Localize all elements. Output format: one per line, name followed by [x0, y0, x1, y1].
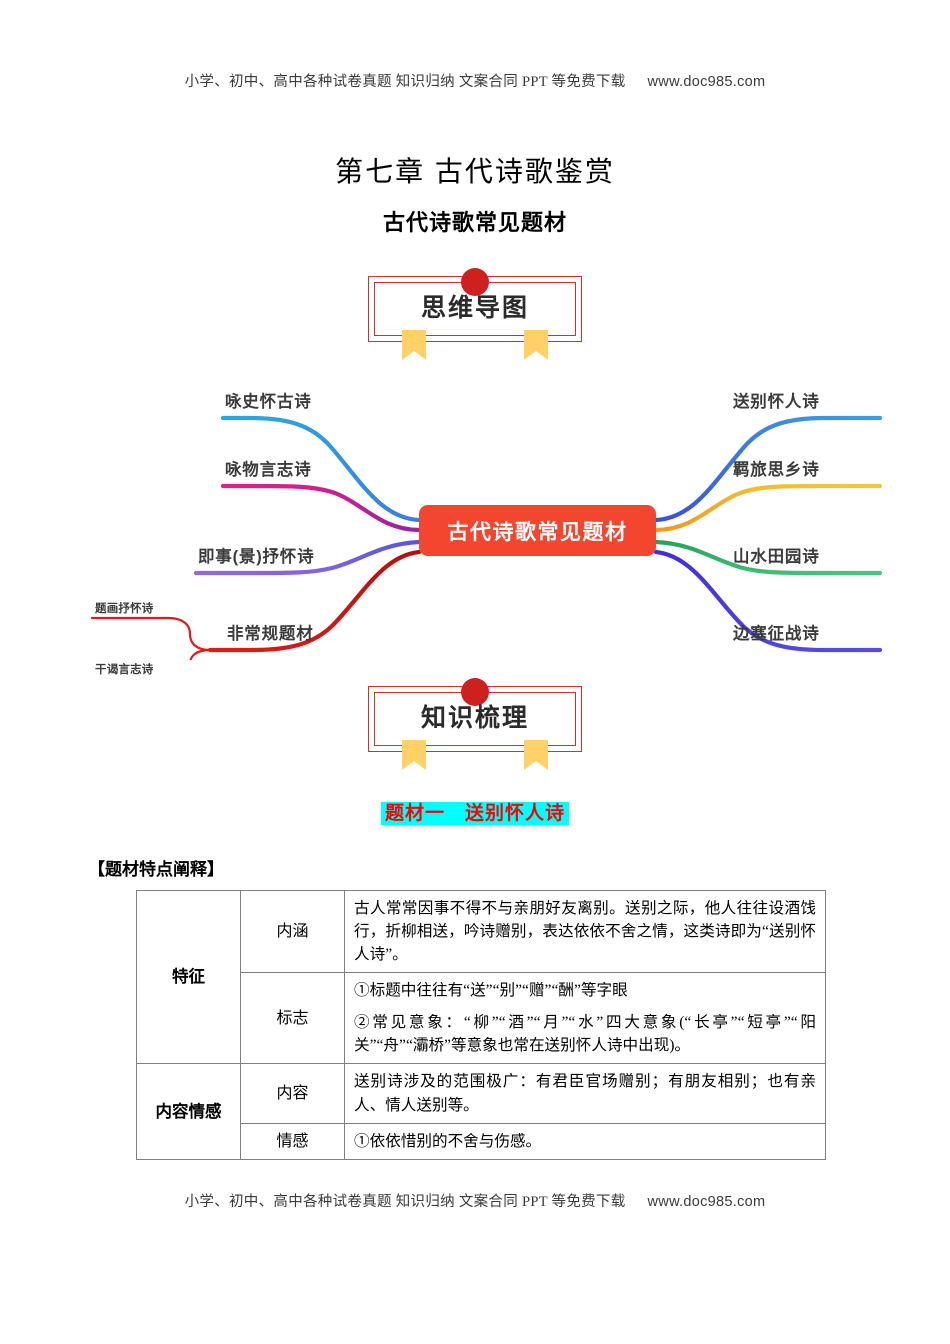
- banner-knowledge: 知识梳理: [368, 678, 582, 770]
- mind-map-label-right-3: 边塞征战诗: [733, 625, 820, 643]
- mind-map-label-right-1: 羁旅思乡诗: [733, 461, 820, 479]
- mind-map-label-left-1: 咏物言志诗: [225, 461, 312, 479]
- mind-map-label-left-2: 即事(景)抒怀诗: [198, 548, 315, 566]
- header-watermark-text: 小学、初中、高中各种试卷真题 知识归纳 文案合同 PPT 等免费下载: [184, 74, 626, 90]
- footer-watermark: 小学、初中、高中各种试卷真题 知识归纳 文案合同 PPT 等免费下载 www.do…: [0, 1190, 950, 1211]
- table-cell-subcategory: 标志: [240, 972, 345, 1065]
- table-cell-paragraph: ①依依惜别的不舍与伤感。: [354, 1132, 542, 1150]
- table-row: 内容情感 内容 送别诗涉及的范围极广：有君臣官场赠别；有朋友相别；也有亲人、情人…: [136, 1063, 826, 1161]
- circle-icon: [461, 268, 489, 296]
- table-row: 特征 内涵 古人常常因事不得不与亲朋好友离别。送别之际，他人往往设酒饯行，折柳相…: [136, 889, 826, 1065]
- banner-mindmap-label: 思维导图: [420, 294, 529, 322]
- topic-heading: 题材一 送别怀人诗: [0, 798, 950, 825]
- table-cell-subcategory: 情感: [240, 1122, 345, 1161]
- table-cell-body: ①依依惜别的不舍与伤感。: [344, 1122, 826, 1161]
- footer-watermark-url: www.doc985.com: [647, 1194, 766, 1210]
- table-cell-paragraph: 古人常常因事不得不与亲朋好友离别。送别之际，他人往往设酒饯行，折柳相送，吟诗赠别…: [354, 900, 816, 964]
- mind-map: 古代诗歌常见题材 咏史怀古诗 咏物言志诗 即事(景)抒怀诗 非常规题材 题画抒怀…: [0, 360, 950, 676]
- table-cell-body: 送别诗涉及的范围极广：有君臣官场赠别；有朋友相别；也有亲人、情人送别等。: [344, 1063, 826, 1124]
- ribbon-icon-left: [402, 330, 426, 360]
- ribbon-icon-right: [524, 330, 548, 360]
- table-cell-body: 古人常常因事不得不与亲朋好友离别。送别之际，他人往往设酒饯行，折柳相送，吟诗赠别…: [344, 889, 826, 974]
- table-cell-paragraph: 送别诗涉及的范围极广：有君臣官场赠别；有朋友相别；也有亲人、情人送别等。: [354, 1073, 816, 1114]
- ribbon-icon-right: [524, 740, 548, 770]
- ribbon-icon-left: [402, 740, 426, 770]
- page-subtitle: 古代诗歌常见题材: [382, 210, 567, 235]
- table-cell-subcategory: 内容: [240, 1063, 345, 1124]
- section-label: 【题材特点阐释】: [88, 860, 224, 879]
- table-cell-category: 特征: [136, 889, 241, 1065]
- mind-map-label-left-3: 非常规题材: [227, 625, 314, 643]
- mind-map-branches: [90, 415, 883, 660]
- feature-table: 特征 内涵 古人常常因事不得不与亲朋好友离别。送别之际，他人往往设酒饯行，折柳相…: [136, 889, 826, 1161]
- circle-icon: [461, 678, 489, 706]
- table-cell-body: ①标题中往往有“送”“别”“赠”“酬”等字眼 ②常见意象：“柳”“酒”“月”“水…: [344, 972, 826, 1065]
- page-title: 第七章 古代诗歌鉴赏: [335, 156, 615, 187]
- table-cell-paragraph: ①标题中往往有“送”“别”“赠”“酬”等字眼: [354, 982, 628, 1000]
- table-cell-category: 内容情感: [136, 1063, 241, 1161]
- mind-map-sublabel-left-0: 题画抒怀诗: [95, 603, 154, 615]
- table-cell-paragraph: ②常见意象：“柳”“酒”“月”“水”四大意象(“长亭”“短亭”“阳关”“舟”“灞…: [354, 1014, 816, 1055]
- mind-map-label-right-2: 山水田园诗: [733, 548, 820, 566]
- table-cell-subcategory: 内涵: [240, 889, 345, 974]
- mind-map-label-left-0: 咏史怀古诗: [225, 393, 312, 411]
- banner-knowledge-label: 知识梳理: [420, 704, 529, 732]
- topic-heading-label: 题材一 送别怀人诗: [380, 802, 569, 825]
- mind-map-sublabel-left-1: 干谒言志诗: [95, 664, 154, 676]
- banner-mindmap: 思维导图: [368, 268, 582, 360]
- mind-map-center-node: 古代诗歌常见题材: [419, 505, 656, 556]
- table-row: 标志 ①标题中往往有“送”“别”“赠”“酬”等字眼 ②常见意象：“柳”“酒”“月…: [137, 972, 826, 1065]
- footer-watermark-text: 小学、初中、高中各种试卷真题 知识归纳 文案合同 PPT 等免费下载: [184, 1194, 626, 1210]
- table-row: 情感 ①依依惜别的不舍与伤感。: [137, 1122, 826, 1161]
- header-watermark-url: www.doc985.com: [647, 74, 766, 90]
- table-body: 特征 内涵 古人常常因事不得不与亲朋好友离别。送别之际，他人往往设酒饯行，折柳相…: [136, 889, 826, 1161]
- header-watermark: 小学、初中、高中各种试卷真题 知识归纳 文案合同 PPT 等免费下载 www.do…: [0, 70, 950, 91]
- mind-map-label-right-0: 送别怀人诗: [733, 393, 820, 411]
